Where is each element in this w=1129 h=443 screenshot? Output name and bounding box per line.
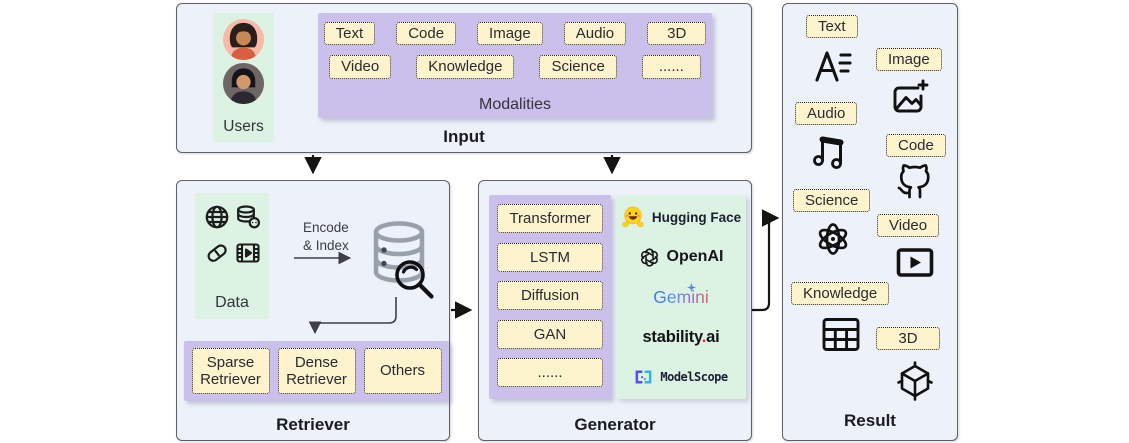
modality-tag: ...... — [641, 55, 701, 79]
gemini-label: Gemini — [653, 282, 708, 308]
table-icon — [822, 318, 860, 351]
result-panel: Text Image Audio Code Science — [782, 3, 958, 441]
encode-index-label: Encode & Index — [303, 220, 349, 253]
modality-tag: Code — [396, 22, 457, 46]
globe-icon — [205, 205, 229, 229]
retriever-panel: Data Encode & Index Sparse Retriever Den… — [176, 180, 450, 441]
retriever-tag: Dense Retriever — [277, 348, 356, 394]
github-icon — [897, 164, 930, 199]
model-tag: Transformer — [497, 204, 603, 233]
retriever-tag: Sparse Retriever — [191, 348, 270, 394]
modalities-box: Text Code Image Audio 3D Video Knowledge… — [318, 13, 712, 118]
huggingface-icon — [622, 206, 644, 228]
retriever-tag: Others — [363, 348, 442, 394]
atom-icon — [818, 223, 848, 255]
openai-icon — [640, 247, 658, 267]
modality-tag: Text — [323, 22, 376, 46]
avatar-woman-icon — [222, 18, 265, 61]
database-stack-icon — [373, 221, 425, 283]
input-panel: Users Text Code Image Audio 3D Video Kno… — [176, 3, 752, 153]
model-tag: GAN — [497, 319, 603, 349]
modality-tag: Image — [477, 22, 543, 46]
model-tag: Diffusion — [497, 281, 603, 310]
modelscope-label: ModelScope — [660, 370, 728, 384]
model-tag: ...... — [497, 358, 603, 387]
magnifier-icon — [395, 260, 434, 299]
huggingface-label: Hugging Face — [651, 209, 742, 225]
result-tag-knowledge: Knowledge — [791, 282, 890, 306]
result-title: Result — [844, 411, 896, 430]
openai-label: OpenAI — [666, 248, 724, 265]
data-label: Data — [215, 294, 249, 311]
result-tag-3d: 3D — [876, 327, 940, 351]
retriever-title: Retriever — [276, 415, 350, 434]
modality-tag: Knowledge — [416, 55, 515, 79]
result-tag-video: Video — [877, 214, 940, 238]
modality-tag: Video — [329, 55, 392, 79]
avatar-man-icon — [222, 62, 265, 105]
arrow-generator-to-result — [752, 209, 780, 312]
generator-providers-box: Hugging Face OpenAI Gemini stability.ai — [616, 195, 746, 399]
provider-modelscope: ModelScope — [616, 357, 746, 397]
result-tag-image: Image — [876, 48, 942, 72]
sparkle-icon — [686, 282, 696, 292]
film-icon — [236, 243, 260, 263]
provider-openai: OpenAI — [616, 237, 746, 277]
modality-tag: Science — [539, 55, 617, 79]
text-icon — [815, 51, 852, 82]
result-tag-text: Text — [806, 15, 858, 39]
image-plus-icon — [893, 79, 929, 113]
provider-stability: stability.ai — [616, 317, 746, 357]
model-tag: LSTM — [497, 242, 603, 272]
modelscope-icon — [635, 370, 652, 384]
users-box: Users — [213, 13, 274, 142]
modality-tag: 3D — [647, 22, 707, 46]
users-label: Users — [223, 118, 264, 135]
video-play-icon — [896, 248, 934, 277]
music-note-icon — [813, 136, 844, 169]
retriever-methods-box: Sparse Retriever Dense Retriever Others — [184, 341, 449, 401]
cube-icon — [897, 361, 933, 401]
result-tag-audio: Audio — [795, 102, 858, 126]
result-tag-code: Code — [886, 134, 946, 158]
stability-label: stability.ai — [642, 327, 720, 346]
database-face-icon — [237, 205, 260, 229]
generator-title: Generator — [574, 415, 656, 434]
modalities-label: Modalities — [478, 96, 552, 113]
pill-icon — [207, 244, 227, 262]
input-title: Input — [443, 127, 485, 146]
modality-tag: Audio — [563, 22, 627, 46]
generator-models-box: Transformer LSTM Diffusion GAN ...... — [489, 195, 611, 399]
result-tag-science: Science — [793, 189, 871, 213]
provider-huggingface: Hugging Face — [616, 197, 746, 237]
generator-panel: Transformer LSTM Diffusion GAN ...... H — [478, 180, 752, 441]
provider-gemini: Gemini — [616, 277, 746, 317]
data-box: Data — [195, 193, 269, 319]
